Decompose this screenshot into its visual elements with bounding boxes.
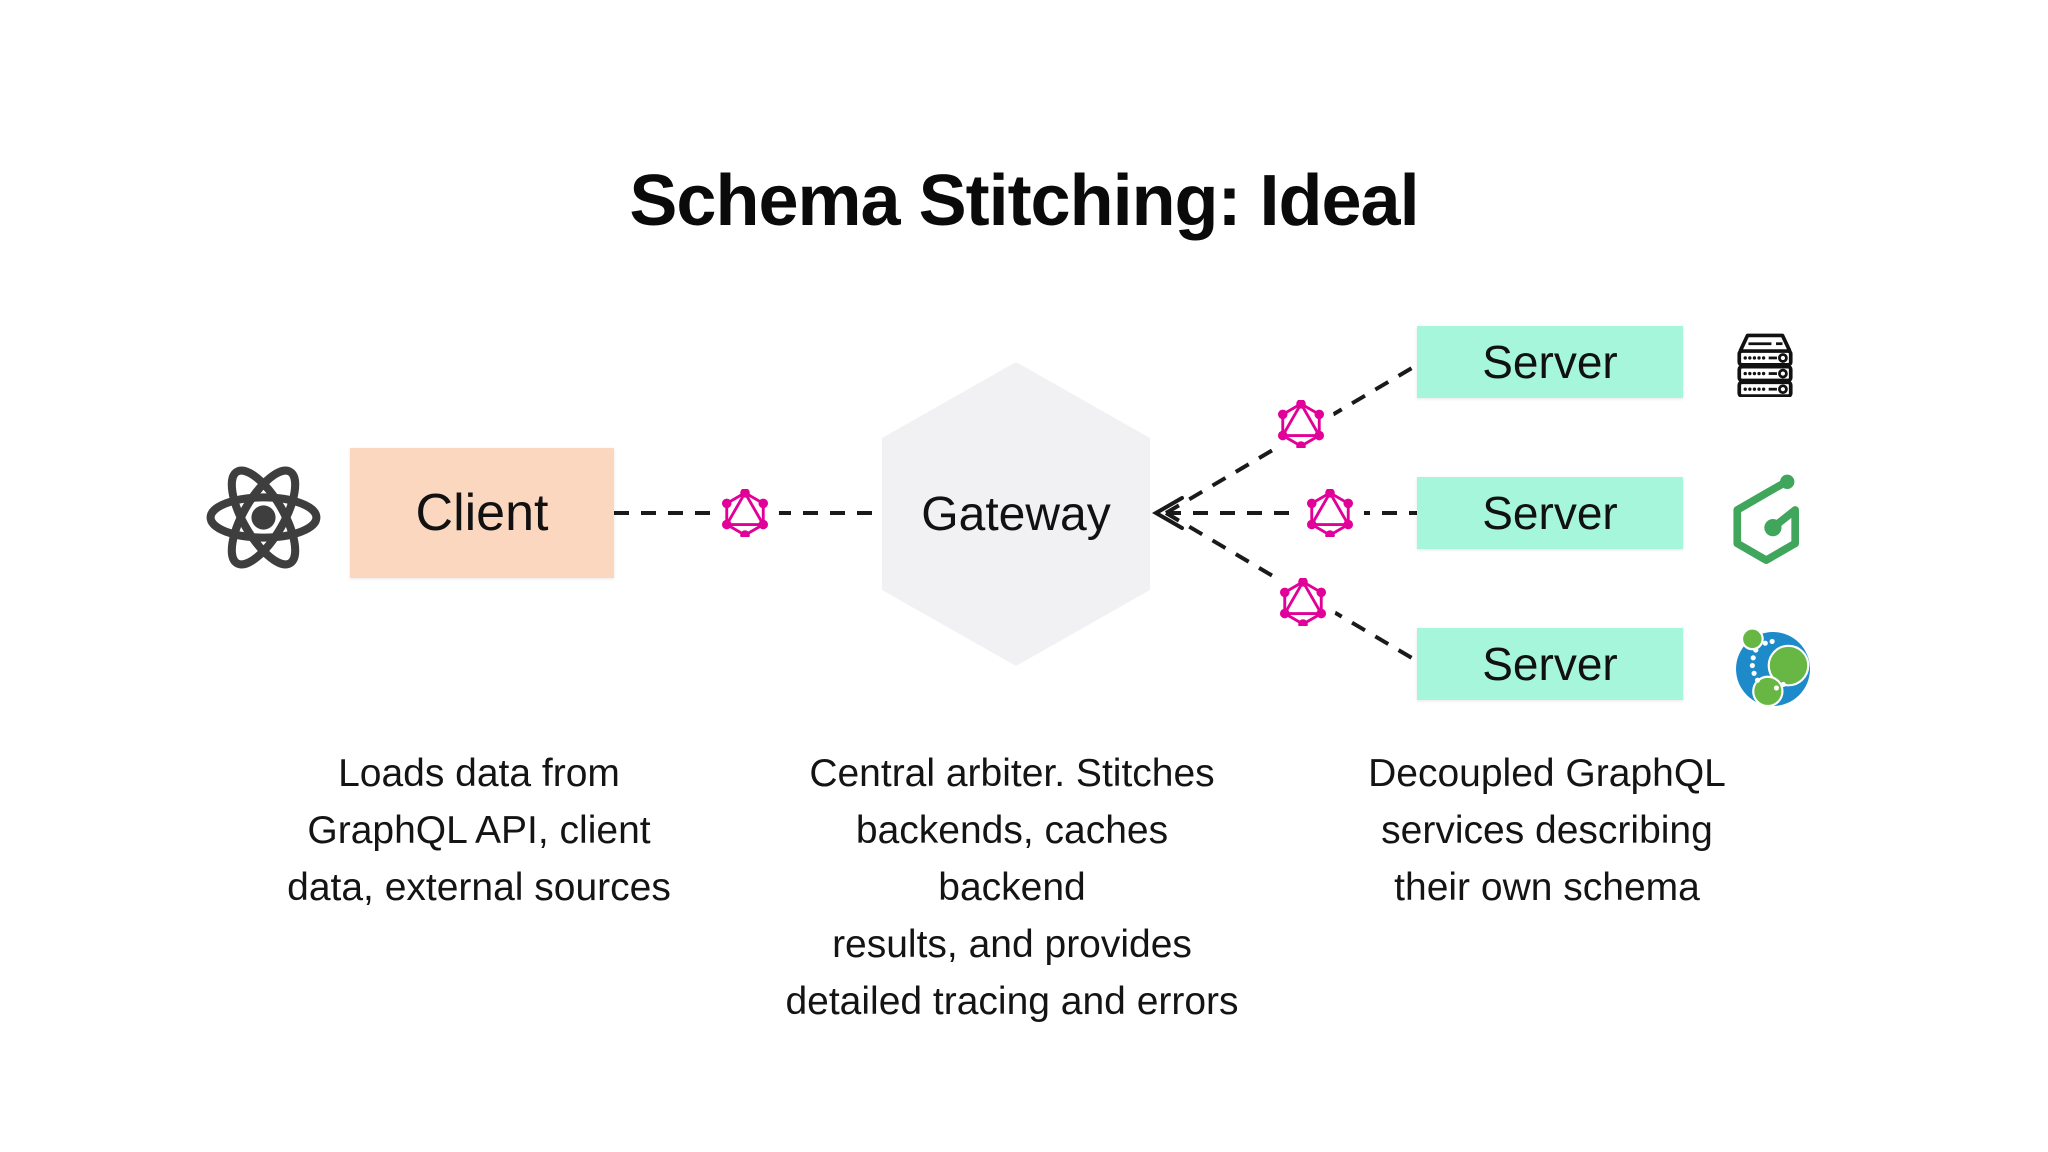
server-label: Server bbox=[1482, 487, 1618, 539]
client-box: Client bbox=[350, 448, 614, 578]
react-icon bbox=[206, 466, 321, 569]
graphql-icon-client-gateway bbox=[721, 489, 769, 537]
server-box-2: Server bbox=[1417, 477, 1683, 549]
graphql-icon-gateway-server-2 bbox=[1306, 489, 1354, 537]
gateway-description: Central arbiter. Stitches backends, cach… bbox=[785, 752, 1239, 1023]
server-rack-icon bbox=[1737, 333, 1793, 397]
green-hexagon-service-icon bbox=[1733, 474, 1799, 564]
server-label: Server bbox=[1482, 336, 1618, 388]
client-label: Client bbox=[415, 484, 549, 542]
neo4j-database-icon bbox=[1736, 627, 1810, 708]
server-box-1: Server bbox=[1417, 326, 1683, 398]
page-title: Schema Stitching: Ideal bbox=[629, 161, 1419, 241]
server-label: Server bbox=[1482, 638, 1618, 690]
gateway-label: Gateway bbox=[921, 487, 1111, 541]
graphql-icon-gateway-server-1 bbox=[1277, 400, 1325, 448]
graphql-icon-gateway-server-3 bbox=[1279, 578, 1327, 626]
client-description: Loads data from GraphQL API, client data… bbox=[287, 752, 671, 909]
servers-description: Decoupled GraphQL services describing th… bbox=[1368, 752, 1726, 909]
server-box-3: Server bbox=[1417, 628, 1683, 700]
